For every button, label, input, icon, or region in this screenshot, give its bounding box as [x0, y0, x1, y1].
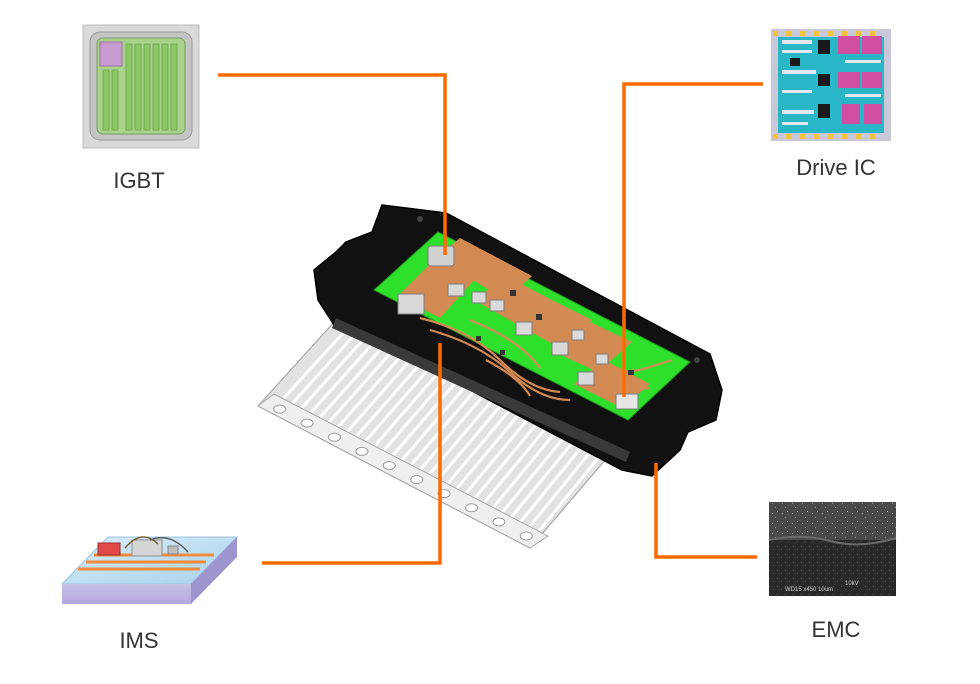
lead-slot — [418, 392, 487, 471]
lead-slot — [327, 349, 395, 424]
lead-slot — [473, 418, 542, 500]
lead-frame — [257, 319, 613, 549]
micrograph-info-text: WD15 x450 10um — [785, 587, 833, 593]
connector-ims — [262, 343, 442, 565]
lead-slot — [364, 366, 432, 443]
lead-slot — [391, 379, 459, 457]
lead-slot — [373, 370, 441, 448]
lead-slot — [309, 340, 376, 414]
lead-slot — [528, 444, 597, 528]
emc-micrograph-image: 10kV WD15 x450 10um — [768, 502, 897, 596]
lead-slot — [455, 409, 524, 490]
lead-tiebar-hole — [382, 460, 396, 470]
lead-slot — [482, 422, 551, 504]
lead-slot — [537, 448, 606, 533]
connector-drive-ic — [622, 82, 763, 397]
lead-tiebar-hole — [355, 446, 369, 456]
lead-slot — [501, 431, 570, 514]
lead-slot — [400, 383, 468, 462]
lead-slot — [519, 440, 588, 523]
lead-slot — [355, 362, 422, 438]
lead-slot — [464, 414, 533, 495]
lead-slot — [318, 344, 386, 419]
lead-slot — [291, 331, 358, 405]
ims-substrate-image — [60, 536, 239, 604]
lead-tiebar-hole — [465, 503, 478, 513]
lead-tiebar-hole — [300, 418, 314, 428]
emc-label: EMC — [811, 617, 861, 642]
lead-tiebar-hole — [492, 517, 506, 527]
lead-tiebar-hole — [410, 475, 424, 485]
micrograph-scale-text: 10kV — [845, 581, 859, 587]
lead-slot — [282, 327, 349, 400]
pcb-board — [373, 231, 691, 421]
lead-slot — [446, 405, 514, 485]
lead-tiebar-hole — [273, 404, 287, 414]
lead-slot — [336, 353, 404, 429]
lead-slot — [510, 435, 579, 519]
igbt-die-image — [82, 24, 200, 149]
lead-slot — [492, 427, 560, 509]
drive-ic-die-image — [771, 29, 891, 141]
connector-emc — [654, 463, 757, 559]
ims-label: IMS — [119, 628, 159, 653]
lead-slot — [382, 375, 450, 452]
igbt-label: IGBT — [113, 168, 165, 193]
lead-tiebar-hole — [328, 432, 341, 442]
lead-tiebar-hole — [519, 531, 533, 541]
lead-slot — [345, 357, 413, 433]
lead-slot — [437, 401, 505, 481]
connector-igbt — [218, 73, 447, 255]
drive-ic-label: Drive IC — [796, 155, 876, 180]
lead-slot — [300, 335, 367, 410]
lead-slot — [409, 388, 478, 466]
